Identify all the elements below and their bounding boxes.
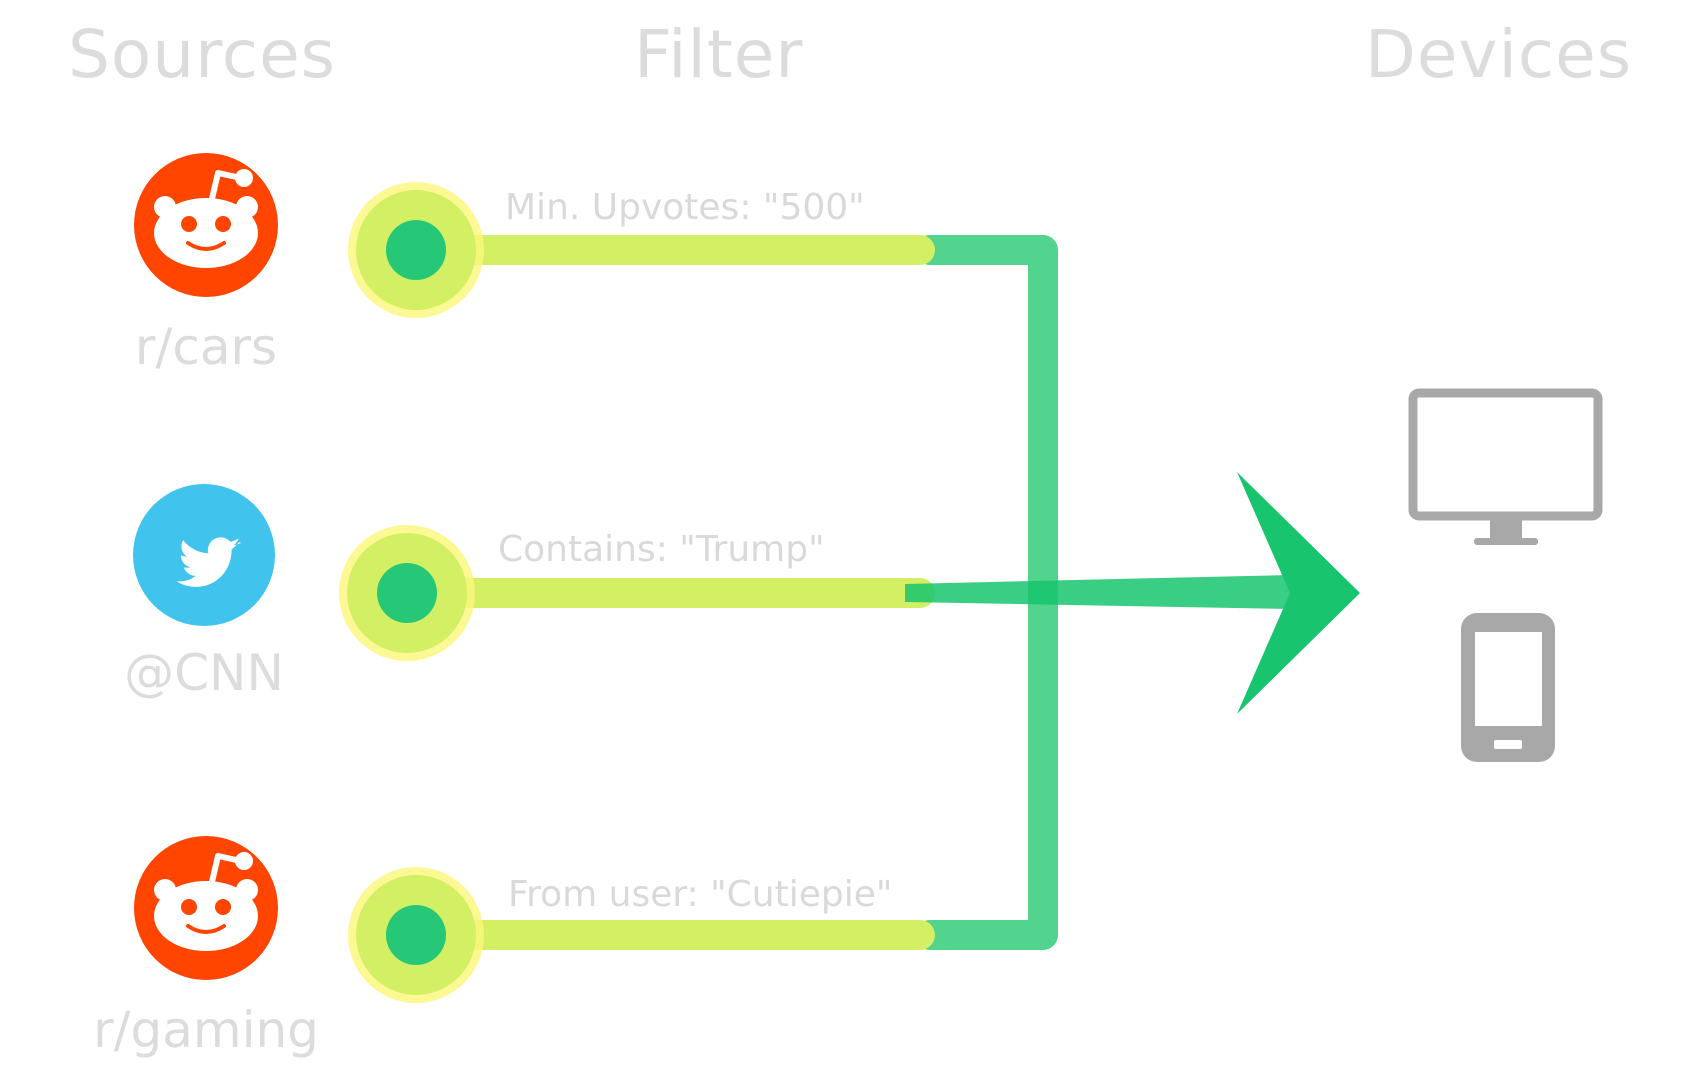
twitter-icon[interactable] [133,484,275,626]
filter-label-user: From user: "Cutiepie" [508,874,893,915]
filter-label-contains: Contains: "Trump" [498,529,825,570]
source-label-cars: r/cars [134,318,278,376]
devices-heading: Devices [1365,16,1633,93]
filter-label-upvotes: Min. Upvotes: "500" [505,187,865,228]
filter-node-1[interactable] [348,182,484,318]
filter-bars [393,235,935,950]
reddit-icon[interactable] [134,153,278,297]
filter-node-2[interactable] [339,525,475,661]
output-arrow [905,472,1360,714]
monitor-icon[interactable] [1408,388,1603,545]
source-label-gaming: r/gaming [93,1001,319,1059]
reddit-icon[interactable] [134,836,278,980]
sources-heading: Sources [68,16,337,93]
filter-node-3[interactable] [348,867,484,1003]
source-label-cnn: @CNN [124,644,284,702]
filter-heading: Filter [634,16,804,93]
smartphone-icon[interactable] [1461,613,1555,762]
arrow-shaft [905,575,1290,609]
arrow-head [1237,472,1360,714]
